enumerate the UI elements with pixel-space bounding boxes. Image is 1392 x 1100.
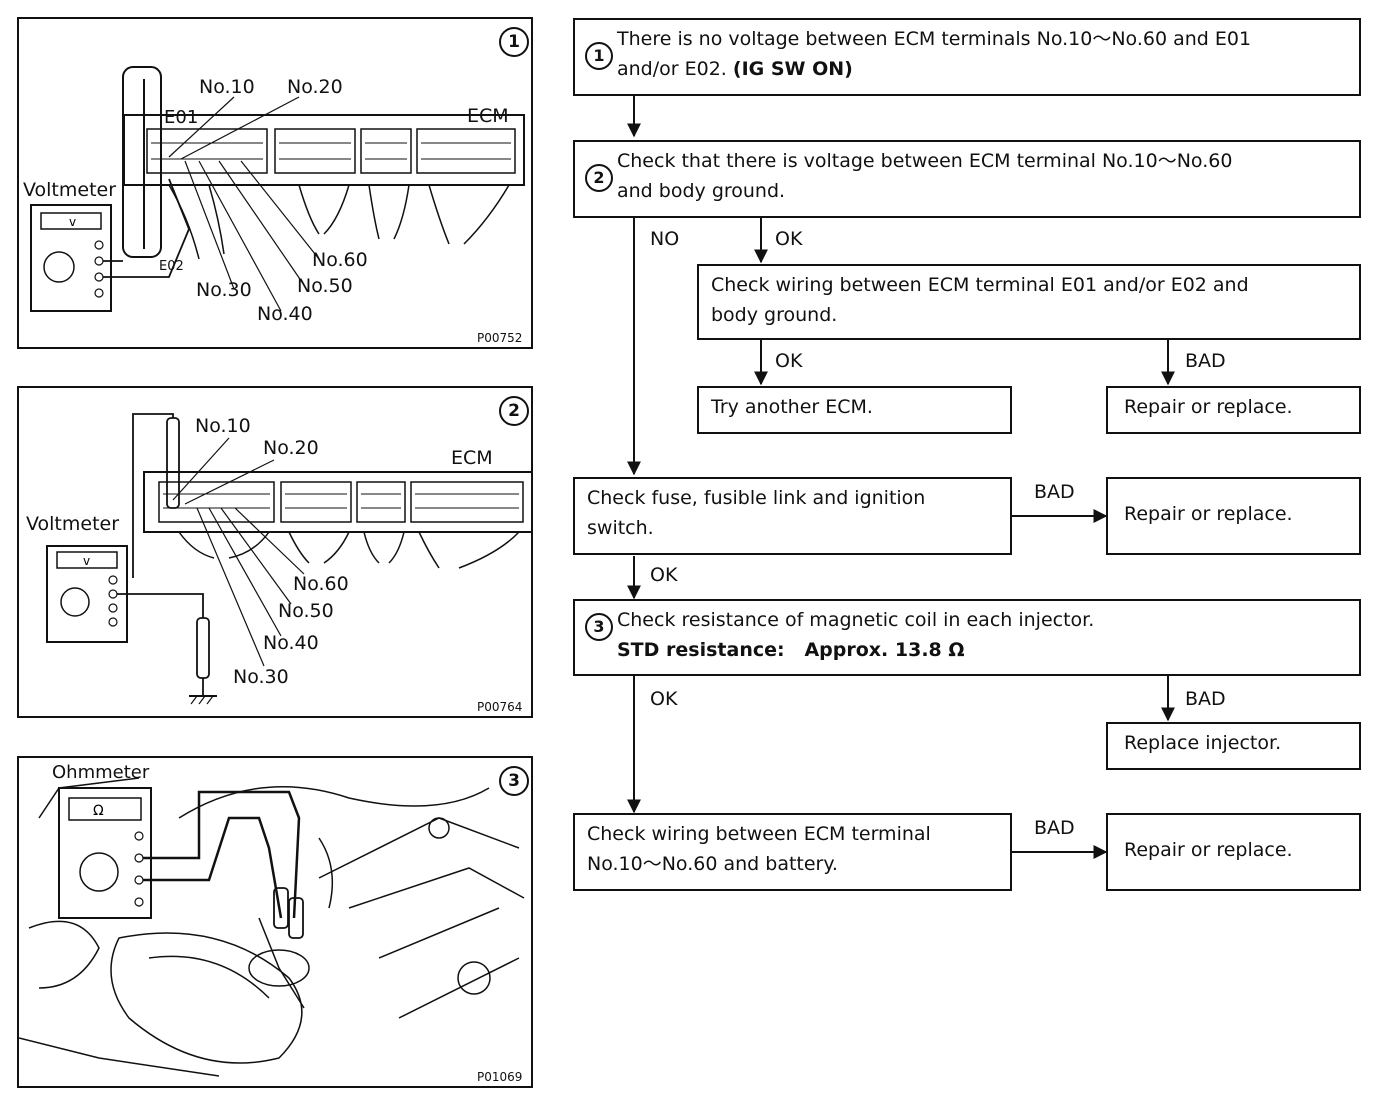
flow-step-1-line1: There is no voltage between ECM terminal… [617,28,1252,50]
svg-text:Ω: Ω [93,803,104,819]
figure-1-voltmeter-label: Voltmeter [23,179,117,201]
flow-check-wiring-ground-box: Check wiring between ECM terminal E01 an… [697,264,1361,340]
flow-replace-injector-box: Replace injector. [1106,722,1361,770]
label-step2-ok: OK [775,228,803,250]
figure-3-panel: Ω 3 Ohmmeter P01069 [17,756,533,1088]
label-step3-ok: OK [650,688,678,710]
svg-text:v: v [69,215,76,229]
flow-repair-replace-1-text: Repair or replace. [1124,396,1293,418]
flow-check-wiring-battery-line1: Check wiring between ECM terminal [587,823,931,845]
figure-2-terminal-no30: No.30 [233,666,289,688]
flow-repair-replace-3-text: Repair or replace. [1124,839,1293,861]
flow-check-fuse-box: Check fuse, fusible link and ignition sw… [573,477,1012,555]
figure-2-voltmeter-label: Voltmeter [26,513,120,535]
figure-1-panel: v 1 ECM Voltmeter E01 E02 No.10 No.20 No… [17,17,533,349]
flow-step-3-number: 3 [585,613,613,641]
label-fuse-ok: OK [650,564,678,586]
figure-2-ecm-label: ECM [451,447,493,469]
label-wiring-bad: BAD [1185,350,1226,372]
flow-step-2-line2: and body ground. [617,180,786,202]
flow-replace-injector-text: Replace injector. [1124,732,1282,754]
figure-2-terminal-no50: No.50 [278,600,334,622]
flow-repair-replace-2-box: Repair or replace. [1106,477,1361,555]
figure-1-terminal-no30: No.30 [196,279,252,301]
flow-step-1-condition: (IG SW ON) [732,58,853,80]
label-wiring-ok: OK [775,350,803,372]
figure-2-panel: v 2 ECM Voltmeter No.10 No.20 No.30 No.4… [17,386,533,718]
label-fuse-bad: BAD [1034,481,1075,503]
flow-check-fuse-line1: Check fuse, fusible link and ignition [587,487,926,509]
flow-step-3-line1: Check resistance of magnetic coil in eac… [617,609,1095,631]
figure-1-terminal-no40: No.40 [257,303,313,325]
label-battery-bad: BAD [1034,817,1075,839]
flow-step-1-line2: and/or E02. [617,58,727,80]
figure-1-terminal-no20: No.20 [287,76,343,98]
figure-3-code: P01069 [477,1070,523,1084]
flow-step-2-box: 2 Check that there is voltage between EC… [573,140,1361,218]
figure-1-terminal-no10: No.10 [199,76,255,98]
flow-step-3-box: 3 Check resistance of magnetic coil in e… [573,599,1361,676]
label-step2-no: NO [650,228,680,250]
flow-check-wiring-ground-line2: body ground. [711,304,838,326]
flow-try-another-ecm-box: Try another ECM. [697,386,1012,434]
flow-check-wiring-battery-box: Check wiring between ECM terminal No.10～… [573,813,1012,891]
svg-text:v: v [83,554,90,568]
figure-2-terminal-no60: No.60 [293,573,349,595]
figure-2-number: 2 [499,396,529,426]
figure-1-e02-label: E02 [159,259,184,274]
figure-1-terminal-no50: No.50 [297,275,353,297]
figure-1-e01-label: E01 [164,107,199,128]
figure-2-illustration: v [46,413,531,705]
flow-step-2-line1: Check that there is voltage between ECM … [617,150,1233,172]
figure-2-terminal-no20: No.20 [263,437,319,459]
flow-step-3-std-label: STD resistance: [617,639,785,661]
flow-try-another-ecm-text: Try another ECM. [711,396,873,418]
figure-3-illustration: Ω [19,777,525,1077]
figure-1-code: P00752 [477,331,523,345]
flow-repair-replace-1-box: Repair or replace. [1106,386,1361,434]
flow-step-1-number: 1 [585,42,613,70]
figure-1-ecm-label: ECM [467,105,509,127]
figure-1-number: 1 [499,27,529,57]
flow-step-1-box: 1 There is no voltage between ECM termin… [573,18,1361,96]
label-step3-bad: BAD [1185,688,1226,710]
flow-repair-replace-2-text: Repair or replace. [1124,503,1293,525]
flow-check-fuse-line2: switch. [587,517,654,539]
flow-check-wiring-battery-line2: No.10～No.60 and battery. [587,853,838,875]
figure-2-code: P00764 [477,700,523,714]
figure-3-number: 3 [499,766,529,796]
figure-2-terminal-no40: No.40 [263,632,319,654]
figure-3-ohmmeter-label: Ohmmeter [52,762,150,783]
figure-1-illustration: v [30,66,525,312]
flow-step-3-std-value: Approx. 13.8 Ω [804,639,965,661]
figure-2-terminal-no10: No.10 [195,415,251,437]
flow-check-wiring-ground-line1: Check wiring between ECM terminal E01 an… [711,274,1249,296]
flow-repair-replace-3-box: Repair or replace. [1106,813,1361,891]
figure-1-terminal-no60: No.60 [312,249,368,271]
flow-step-2-number: 2 [585,164,613,192]
